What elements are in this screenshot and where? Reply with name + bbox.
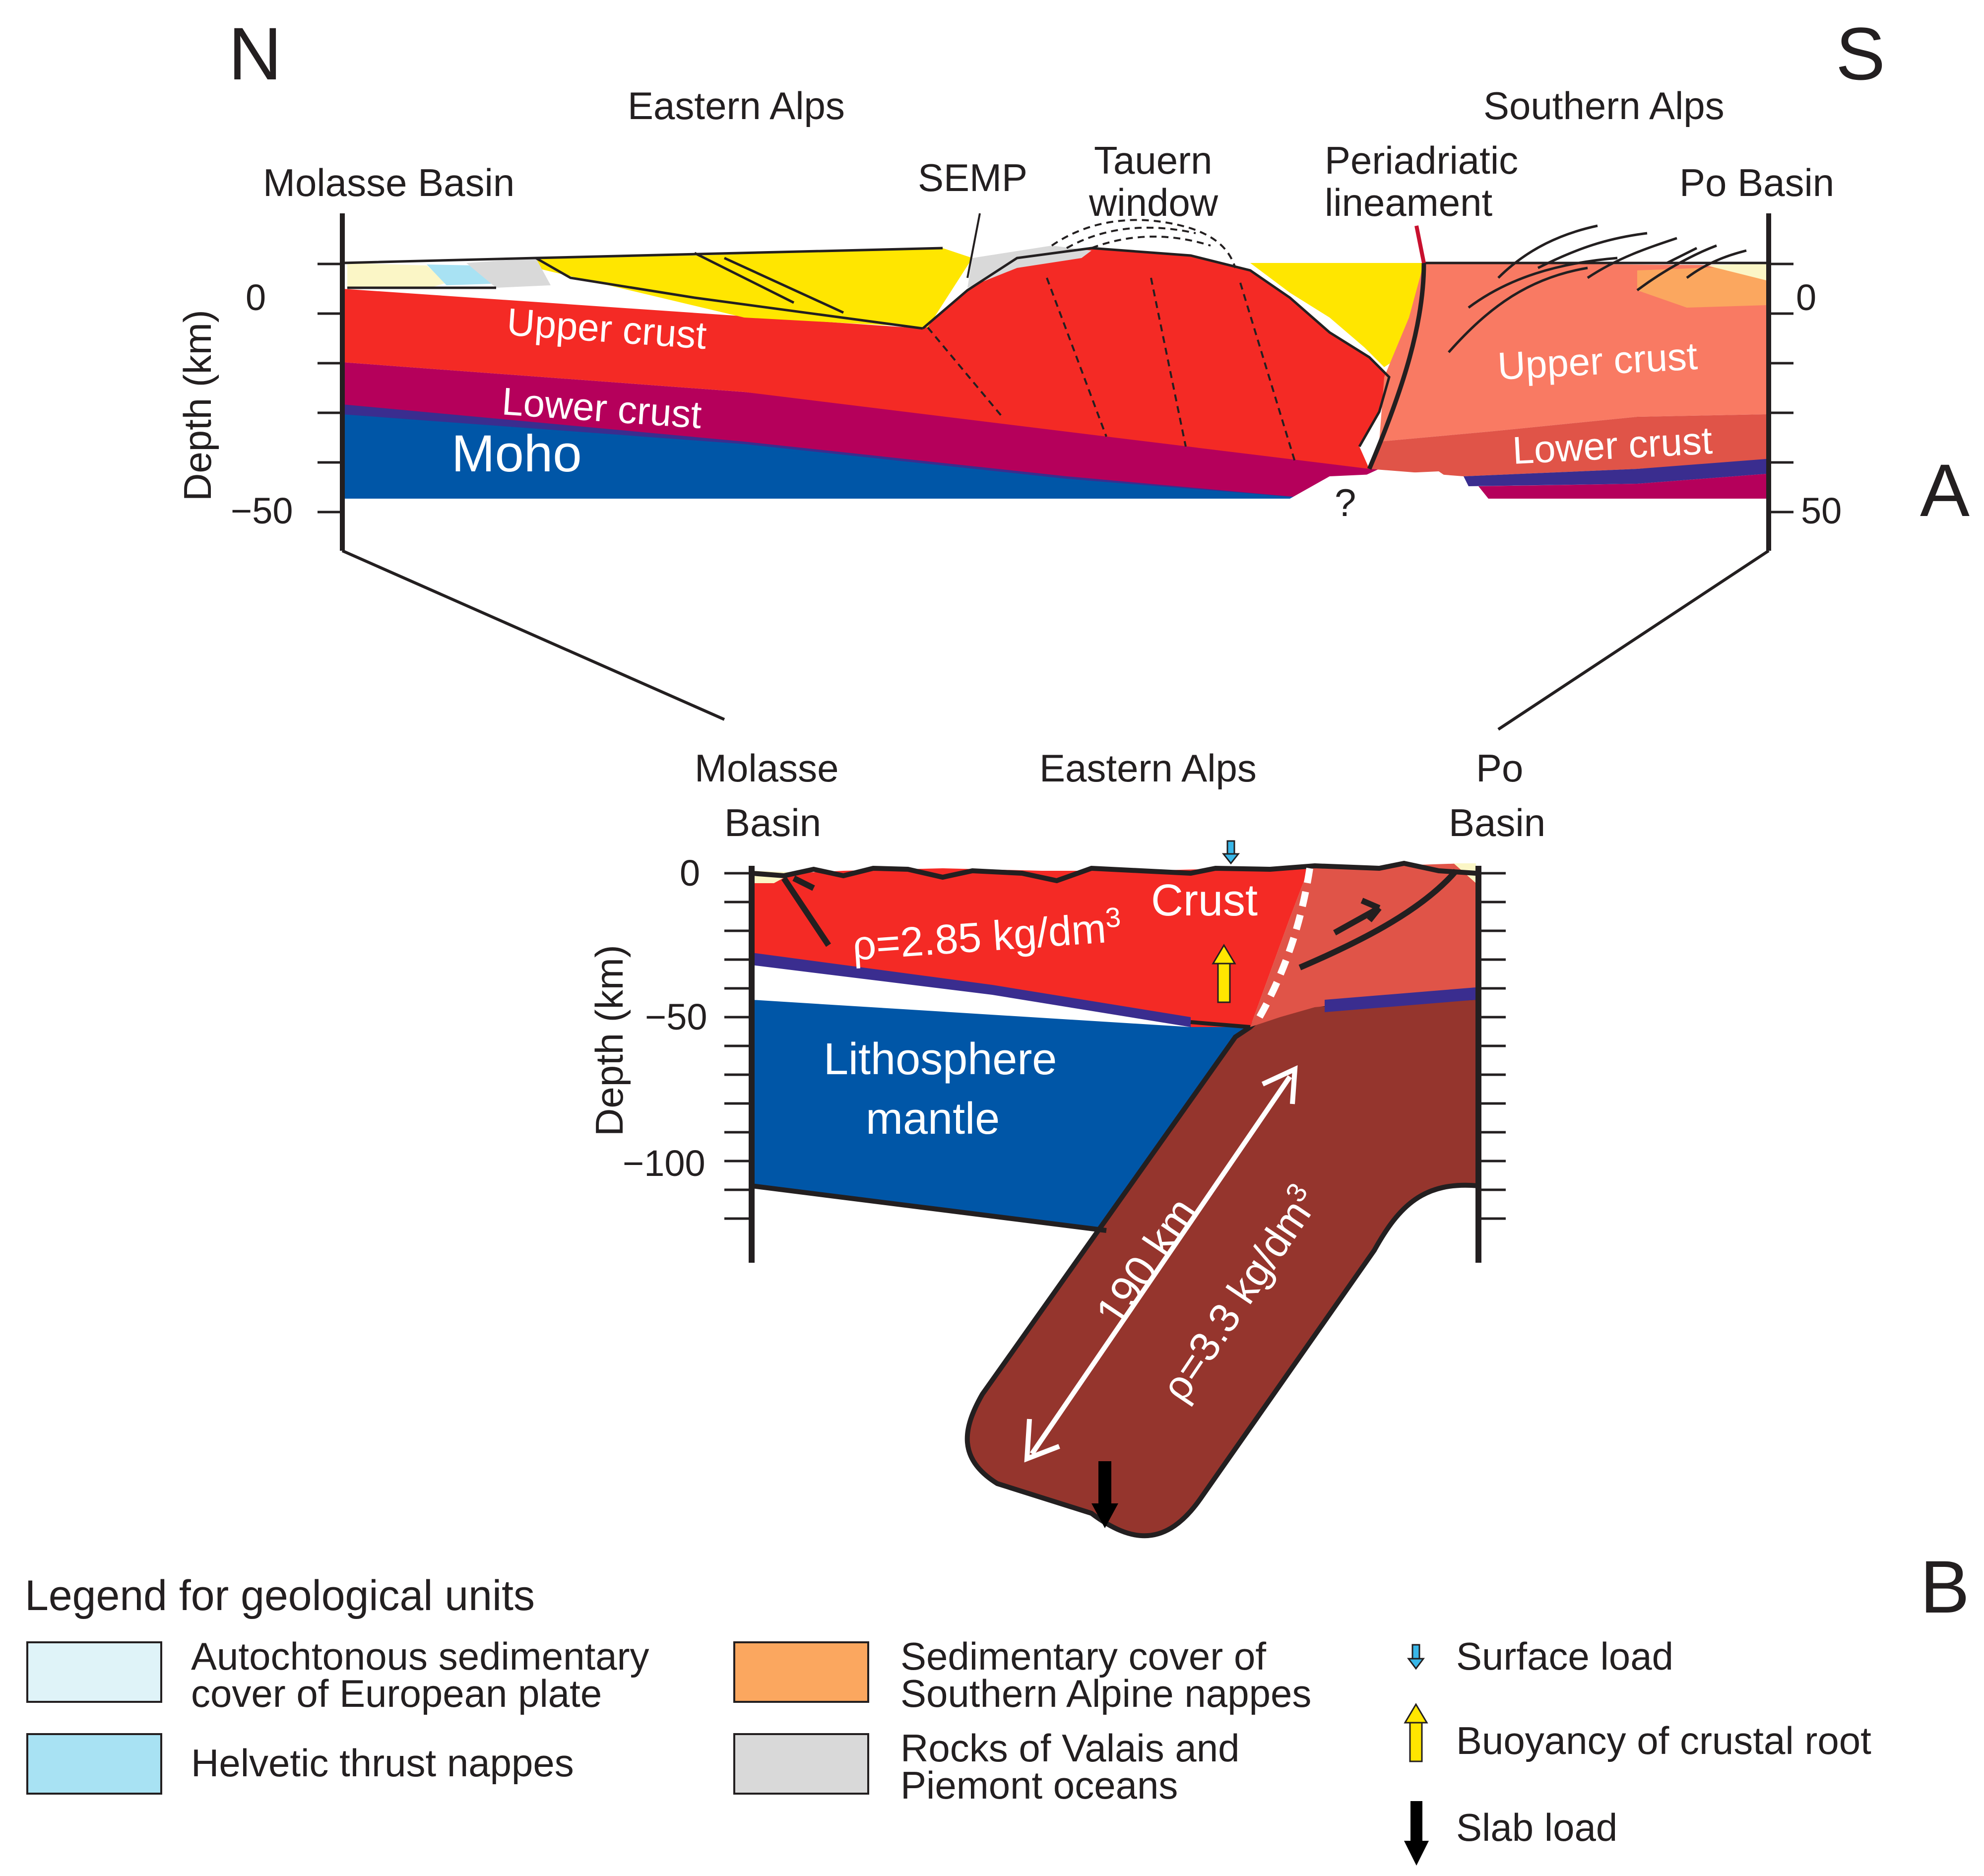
slab-length-arrow: [1024, 1065, 1298, 1463]
tauern-label-2: window: [1088, 181, 1218, 224]
panel-a: N S A Eastern Alps Southern Alps Molasse…: [176, 12, 1970, 731]
right-ticks-b: [1478, 872, 1506, 1220]
north-label: N: [228, 12, 282, 95]
moho-band-b-south: [1325, 987, 1476, 1012]
legend-ocean-rocks-2: Piemont oceans: [900, 1763, 1178, 1807]
south-thrust-arrow: [1333, 898, 1382, 936]
right-depth-ticks: [1769, 262, 1793, 514]
legend-title: Legend for geological units: [25, 1572, 535, 1619]
po-basin-b-2: Basin: [1449, 801, 1545, 844]
left-depth-ticks: [318, 262, 342, 514]
molasse-basin-b-2: Basin: [724, 801, 821, 844]
legend-swatch-southern-cover: [733, 1641, 869, 1703]
autochthonous-cover: [347, 263, 447, 289]
legend-swatch-helvetic: [26, 1733, 162, 1795]
crust-label: Crust: [1151, 876, 1258, 925]
legend-helvetic: Helvetic thrust nappes: [191, 1741, 574, 1785]
periadriatic-label-2: lineament: [1325, 181, 1493, 224]
legend-ocean-rocks-1: Rocks of Valais and: [900, 1726, 1240, 1770]
southern-moho-band: [1464, 459, 1766, 486]
buoyancy-arrow-icon: [1212, 944, 1236, 1003]
sediment-wedge-north: [536, 248, 972, 327]
sediment-wedge-periadriatic: [1250, 263, 1424, 367]
south-thrust-line: [1298, 869, 1459, 970]
lithosphere-mantle: [752, 1000, 1250, 1230]
po-basin-b-1: Po: [1476, 746, 1523, 790]
connector-left: [341, 549, 725, 721]
southern-sediment-cover: [1637, 265, 1766, 308]
legend-yellow-up-arrow-icon: [1404, 1703, 1428, 1762]
southern-alps-thrusts: [1448, 224, 1747, 353]
nappe-outlines-dashed: [927, 219, 1296, 462]
legend-autochthonous-1: Autochtonous sedimentary: [191, 1634, 649, 1678]
semp-leader: [966, 213, 981, 278]
connector-right: [1497, 549, 1770, 731]
slab-top-contact: [1190, 1020, 1251, 1029]
legend-autochthonous-2: cover of European plate: [191, 1672, 602, 1715]
moho-label: Moho: [451, 425, 582, 483]
upper-crust-south-label: Upper crust: [1496, 334, 1699, 388]
southern-upper-crust: [1379, 263, 1766, 442]
legend-buoyancy: Buoyancy of crustal root: [1456, 1719, 1871, 1762]
periadriatic-red-trace: [1414, 225, 1426, 263]
upper-crust-north: [342, 248, 1389, 469]
crust-boundary-dashed: [1252, 867, 1313, 1027]
molasse-basin-label: Molasse Basin: [263, 161, 514, 204]
depth-axis-label-a: Depth (km): [176, 310, 219, 501]
right-tick-0: 0: [1796, 277, 1816, 318]
southern-lower-crust: [1369, 414, 1766, 476]
legend-southern-cover-1: Sedimentary cover of: [900, 1634, 1266, 1678]
semp-label: SEMP: [918, 156, 1027, 199]
legend-swatch-ocean-rocks: [733, 1733, 869, 1795]
tauern-label-1: Tauern: [1094, 138, 1213, 182]
ophiolite-nappes-tauern: [967, 246, 1091, 288]
lower-crust-south-label: Lower crust: [1511, 418, 1714, 472]
legend-slab-load: Slab load: [1456, 1806, 1617, 1849]
lithosphere-base: [751, 1183, 1107, 1233]
topography-line: [751, 860, 1476, 884]
legend-southern-cover-2: Southern Alpine nappes: [900, 1672, 1311, 1715]
unknown-gap: [1290, 471, 1478, 499]
slab-load-arrow-icon: [1091, 1461, 1118, 1528]
surface-load-arrow-icon: [1221, 840, 1240, 865]
southern-lower-crust-root: [1478, 474, 1766, 499]
legend-blue-down-arrow-icon: [1407, 1644, 1425, 1670]
depth-axis-label-b: Depth (km): [587, 945, 631, 1136]
periadriatic-label-1: Periadriatic: [1325, 138, 1518, 182]
ophiolite-nappes-north: [466, 258, 551, 288]
left-tick-minus-50: −50: [231, 490, 293, 531]
south-label: S: [1836, 12, 1885, 95]
lower-crust-north: [342, 362, 1379, 499]
crust-north: [752, 866, 1310, 1027]
eastern-alps-b: Eastern Alps: [1039, 746, 1257, 790]
right-tick-50: 50: [1801, 490, 1842, 531]
lithosphere-label-1: Lithosphere: [824, 1035, 1057, 1084]
panel-b-letter: B: [1920, 1545, 1970, 1628]
molasse-basin-b-1: Molasse: [695, 746, 838, 790]
panel-b: B Molasse Basin Eastern Alps Po Basin De…: [587, 746, 1970, 1628]
lithosphere-label-2: mantle: [866, 1094, 1000, 1144]
legend: Legend for geological units Autochtonous…: [25, 1572, 1871, 1866]
legend-swatch-autochthonous: [26, 1641, 162, 1703]
left-tick-0: 0: [246, 277, 266, 318]
north-thrust-lines: [781, 875, 831, 947]
panel-a-letter: A: [1920, 449, 1970, 532]
tick-b-minus-50: −50: [645, 996, 707, 1037]
tick-b-0: 0: [680, 852, 700, 894]
tick-b-minus-100: −100: [623, 1143, 705, 1184]
periadriatic-fault: [1367, 262, 1426, 470]
legend-black-down-arrow-icon: [1404, 1801, 1429, 1866]
po-basin-label: Po Basin: [1679, 161, 1834, 204]
southern-alps-label: Southern Alps: [1483, 84, 1725, 128]
unknown-label: ?: [1335, 481, 1356, 524]
moho-band-b-north: [752, 953, 1191, 1027]
po-basin-fill: [1707, 263, 1766, 280]
thrust-lines: [342, 247, 1766, 448]
eastern-alps-label: Eastern Alps: [628, 84, 845, 128]
left-ticks-b: [724, 872, 752, 1220]
legend-surface-load: Surface load: [1456, 1634, 1673, 1678]
